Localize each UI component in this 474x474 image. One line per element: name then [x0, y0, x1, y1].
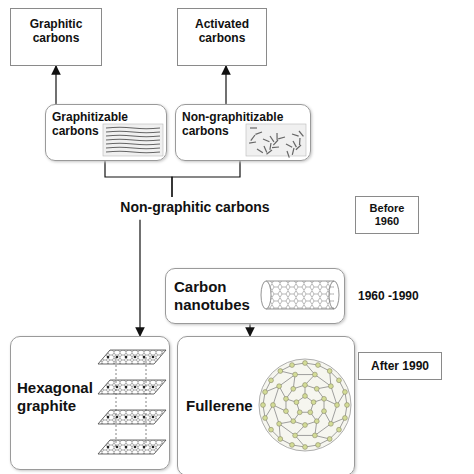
material-box: Fullerene — [177, 336, 355, 474]
result-box: Graphitic carbons — [10, 8, 102, 66]
connector — [139, 220, 140, 336]
node-text: Non-graphitic carbons — [105, 199, 285, 216]
fullerene-picture — [259, 359, 351, 451]
node-text: Graphitizable carbons — [52, 110, 142, 139]
connector — [105, 161, 172, 197]
category-box: Non-graphitizable carbons — [175, 104, 311, 161]
node-text: Hexagonal graphite — [17, 379, 99, 415]
node-text: Graphitic carbons — [15, 17, 97, 46]
connector — [172, 161, 240, 197]
material-box: Carbon nanotubes — [165, 268, 345, 324]
node-text: Before 1960 — [358, 202, 416, 228]
node-text: Activated carbons — [182, 17, 262, 46]
node-text: Carbon nanotubes — [174, 278, 262, 314]
nanotube-picture — [261, 281, 339, 309]
graphite-layers-picture — [98, 350, 166, 454]
node-text: After 1990 — [361, 359, 439, 373]
non-graphitizable-picture — [246, 124, 306, 158]
category-box: Graphitizable carbons — [45, 104, 167, 161]
node-text: Non-graphitizable carbons — [182, 110, 300, 139]
group-title: Non-graphitic carbons — [105, 197, 285, 220]
result-box: Activated carbons — [177, 8, 267, 66]
connector — [225, 66, 226, 104]
era-box: Before 1960 — [355, 196, 419, 234]
node-text: Fullerene — [186, 397, 262, 415]
graphitizable-picture — [103, 124, 163, 156]
era-box: After 1990 — [358, 352, 442, 380]
era-label: 1960 -1990 — [358, 289, 419, 303]
material-box: Hexagonal graphite — [10, 336, 170, 470]
connector — [249, 324, 250, 336]
connector — [55, 66, 56, 104]
